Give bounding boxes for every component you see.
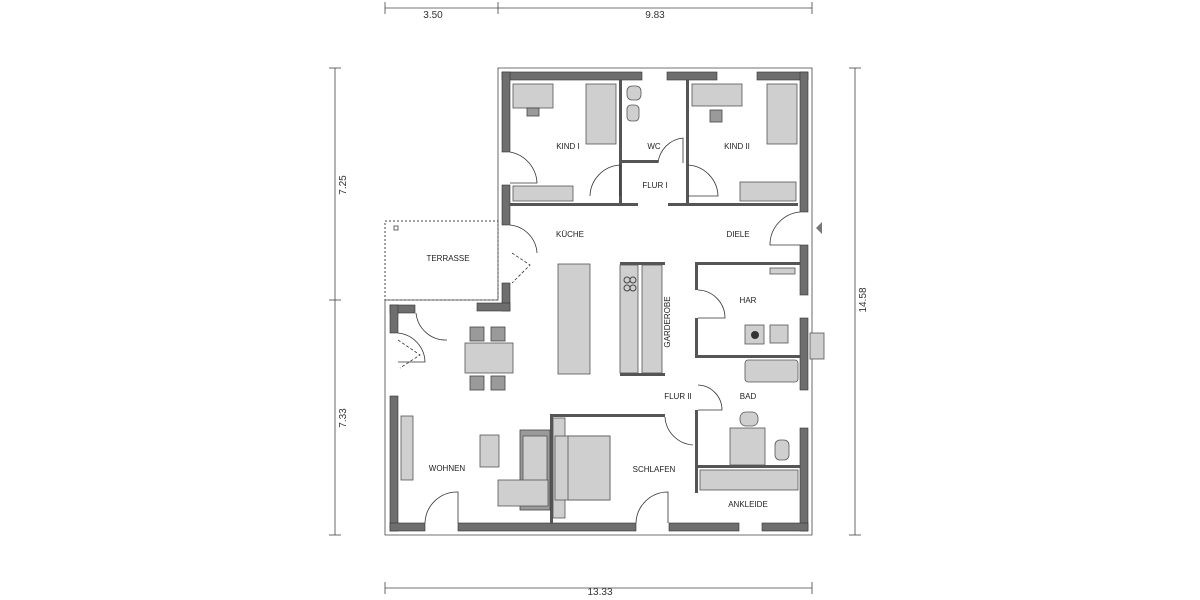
room-flur1: FLUR I [642,181,667,190]
room-flur2: FLUR II [664,392,692,401]
bed [766,83,798,145]
terrace-outline [384,220,499,301]
chimney [809,332,825,360]
dimension-top-right: 9.83 [645,10,665,21]
toilet [774,439,790,461]
doors [397,137,822,524]
room-bad: BAD [740,392,757,401]
exterior-walls [389,71,809,532]
room-labels: KIND I WC KIND II FLUR I KÜCHE DIELE TER… [426,142,767,509]
desk [691,83,743,107]
dimension-bottom: 13.33 [587,587,612,598]
sofa-chaise [497,479,549,507]
room-garderobe: GARDEROBE [663,296,672,347]
room-schlafen: SCHLAFEN [633,465,676,474]
coffee-table [479,434,500,468]
dining-table [464,342,514,374]
shower [729,427,766,466]
dryer [769,324,789,344]
bathtub [744,359,799,383]
room-terrasse: TERRASSE [426,254,469,263]
interior-walls [510,80,800,524]
room-ankleide: ANKLEIDE [728,500,768,509]
kitchen-island [557,263,591,375]
outer-outline [384,67,813,536]
bed [585,83,617,145]
wardrobe [739,181,797,202]
closet [699,469,799,491]
room-wc: WC [647,142,661,151]
dimension-left-lower: 7.33 [338,408,349,428]
room-kind2: KIND II [724,142,750,151]
dimension-left-upper: 7.25 [338,175,349,195]
dimension-right: 14.58 [858,287,869,312]
toilet [626,85,642,101]
room-har: HAR [740,296,757,305]
room-diele: DIELE [726,230,749,239]
room-wohnen: WOHNEN [429,464,466,473]
entrance-arrow-icon [816,222,822,234]
wardrobe-garderobe [641,264,663,374]
desk [512,83,554,109]
washbasin [739,411,759,427]
sink [626,104,640,122]
tv-board [400,415,414,481]
wardrobe [512,185,574,202]
kitchen-counter [619,264,639,374]
furniture [400,83,825,519]
dimension-lines [329,2,861,594]
dimension-top-left: 3.50 [423,10,443,21]
room-kind1: KIND I [556,142,580,151]
room-kueche: KÜCHE [556,230,584,239]
